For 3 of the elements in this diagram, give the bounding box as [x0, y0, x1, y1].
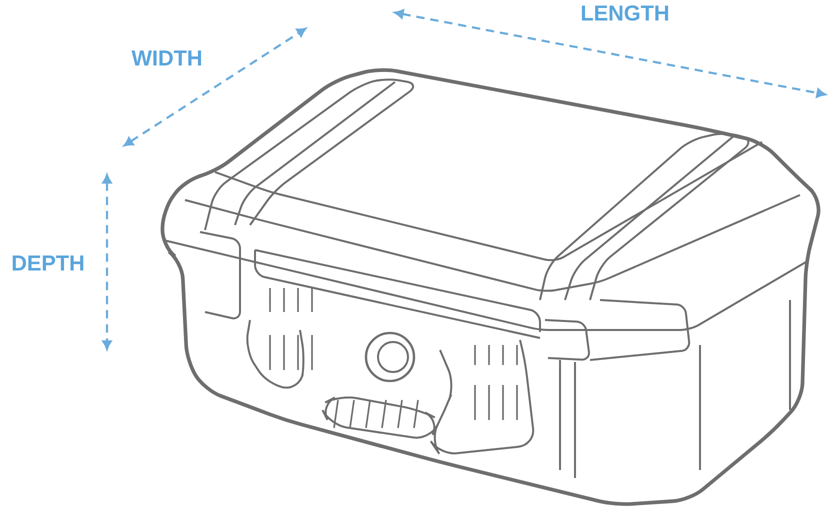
dimension-label: LENGTH: [582, 5, 668, 21]
dimension-label: WIDTH: [132, 50, 202, 66]
dimension-label: DEPTH: [12, 256, 84, 270]
